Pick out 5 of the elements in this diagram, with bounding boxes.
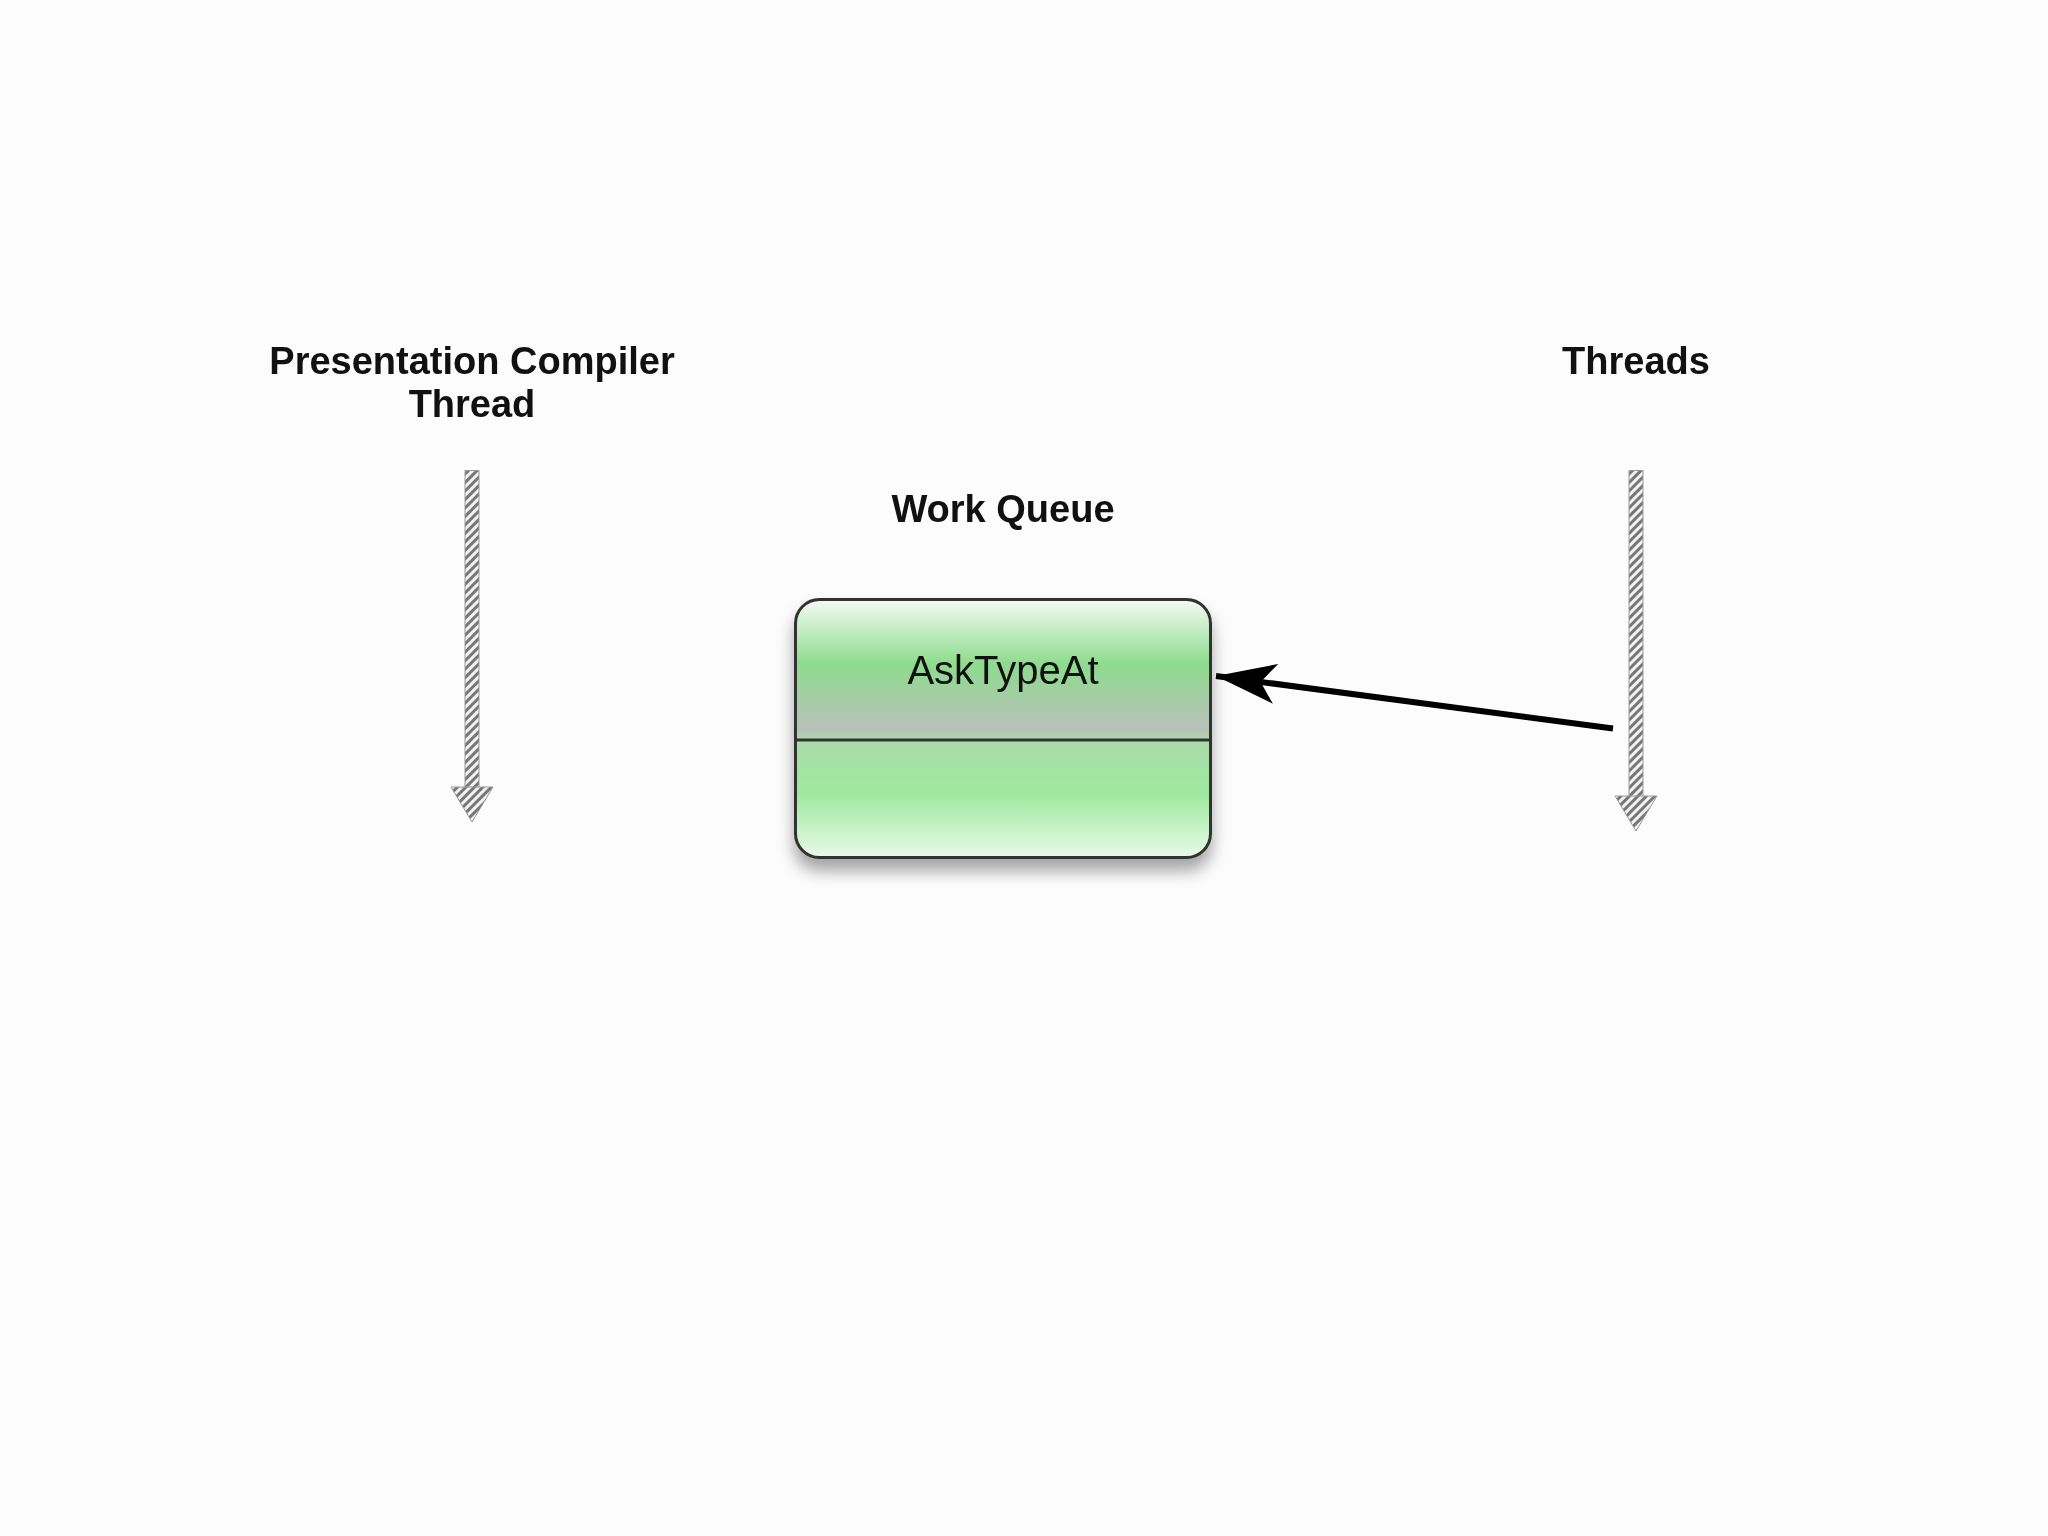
thread-title: Threads xyxy=(1561,340,1711,383)
queue-title: Work Queue xyxy=(890,488,1116,531)
arrow xyxy=(1215,661,1614,732)
thread-title: Presentation Compiler Thread xyxy=(268,340,676,426)
queue-item: AskTypeAt xyxy=(906,648,1100,693)
